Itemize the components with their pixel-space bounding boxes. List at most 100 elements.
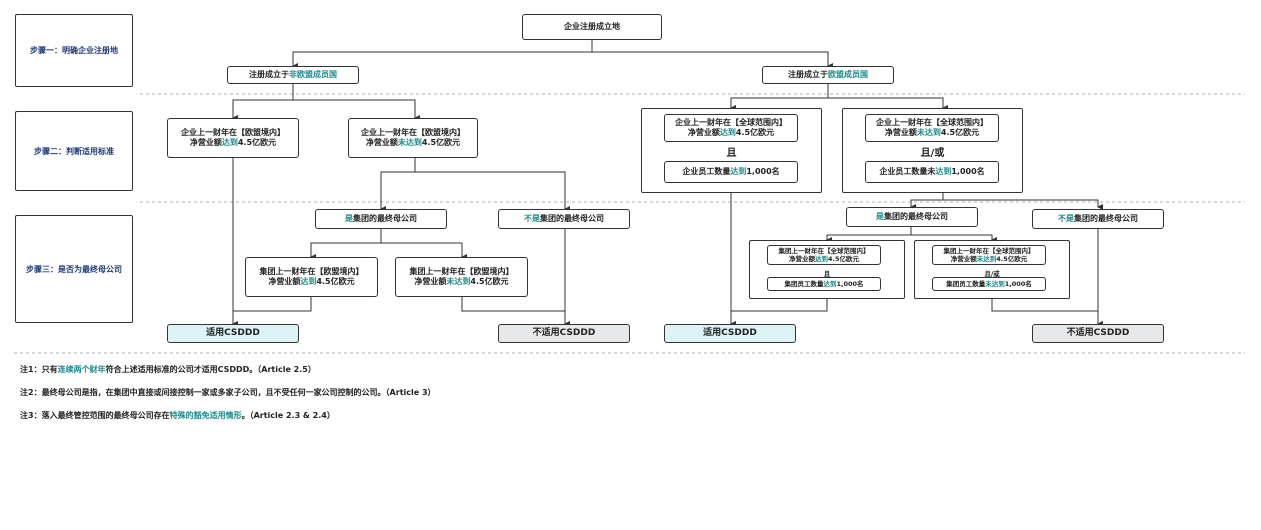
- eu-met-line2a: 净营业额: [687, 128, 720, 137]
- grp-met-left-hl: 达到: [300, 277, 317, 286]
- grp-met-right-line2a: 净营业额: [788, 255, 815, 263]
- note-1-b: 符合上述适用标准的公司才适用CSDDD。（Article 2.5）: [105, 365, 316, 374]
- grp-notmet-left-line1: 集团上一财年在【欧盟境内】: [409, 266, 514, 276]
- eu-met-line1: 企业上一财年在【全球范围内】: [675, 117, 787, 127]
- eu-met-emp-b: 1,000名: [746, 166, 780, 176]
- node-eu-turnover-met: 企业上一财年在【全球范围内】 净营业额达到4.5亿欧元: [664, 114, 798, 142]
- grp-met-right-line2b: 4.5亿欧元: [827, 255, 859, 263]
- root-node-text: 企业注册成立地: [564, 21, 620, 31]
- is-parent-right-rest: 集团的最终母公司: [884, 211, 948, 221]
- note-3-hl: 特殊的豁免适用情形: [169, 411, 242, 420]
- eu-highlight: 欧盟成员国: [828, 69, 868, 79]
- grp-notmet-right-emp-a: 集团员工数量: [946, 279, 986, 288]
- grp-met-left-line1: 集团上一财年在【欧盟境内】: [259, 266, 364, 276]
- grp-met-right-emp-b: 1,000名: [836, 279, 864, 288]
- grp-notmet-left-line2b: 4.5亿欧元: [470, 277, 509, 286]
- eu-notmet-hl: 未达到: [916, 128, 941, 137]
- node-not-ultimate-parent-right: 不是集团的最终母公司: [1032, 209, 1164, 229]
- node-not-ultimate-parent-left: 不是集团的最终母公司: [498, 209, 630, 229]
- is-parent-right-hl: 是: [876, 211, 884, 221]
- note-1: 注1：只有连续两个财年符合上述适用标准的公司才适用CSDDD。（Article …: [20, 364, 316, 375]
- grp-met-left-line2a: 净营业额: [268, 277, 301, 286]
- grp-notmet-left-line2a: 净营业额: [414, 277, 447, 286]
- grp-met-right-conjunction: 且: [823, 270, 831, 278]
- note-3: 注3：落入最终管控范围的最终母公司存在特殊的豁免适用情形。（Article 2.…: [20, 410, 335, 421]
- eu-met-emp-hl: 达到: [730, 166, 747, 176]
- node-group-employees-not-met: 集团员工数量未达到1,000名: [932, 277, 1046, 291]
- eu-notmet-emp-a: 企业员工数量未: [879, 166, 936, 176]
- non-eu-met-line2b: 4.5亿欧元: [237, 138, 277, 147]
- note-3-a: 注3：落入最终管控范围的最终母公司存在: [20, 411, 170, 420]
- not-parent-left-rest: 集团的最终母公司: [540, 213, 604, 223]
- eu-met-hl: 达到: [719, 128, 736, 137]
- not-parent-right-hl: 不是: [1058, 213, 1074, 223]
- grp-notmet-right-conjunction: 且/或: [984, 270, 1000, 278]
- grp-notmet-right-emp-b: 1,000名: [1004, 279, 1032, 288]
- grp-notmet-right-line2a: 净营业额: [950, 255, 977, 263]
- is-parent-left-hl: 是: [345, 213, 353, 223]
- node-non-eu-turnover-met: 企业上一财年在【欧盟境内】 净营业额达到4.5亿欧元: [167, 118, 299, 158]
- eu-notmet-line1: 企业上一财年在【全球范围内】: [876, 117, 988, 127]
- grp-notmet-right-line1: 集团上一财年在【全球范围内】: [943, 246, 1035, 255]
- root-node-registration: 企业注册成立地: [522, 14, 662, 40]
- grp-met-right-hl: 达到: [814, 255, 828, 263]
- non-eu-notmet-line1: 企业上一财年在【欧盟境内】: [361, 127, 465, 137]
- eu-met-emp-a: 企业员工数量: [682, 166, 731, 176]
- grp-notmet-right-emp-hl: 未达到: [985, 279, 1005, 288]
- outcome-not-applies-left: 不适用CSDDD: [498, 324, 630, 343]
- note-2: 注2：最终母公司是指，在集团中直接或间接控制一家或多家子公司，且不受任何一家公司…: [20, 387, 436, 398]
- non-eu-notmet-hl: 未达到: [397, 138, 422, 147]
- is-parent-left-rest: 集团的最终母公司: [353, 213, 417, 223]
- note-3-b: 。（Article 2.3 & 2.4）: [241, 411, 335, 420]
- grp-notmet-right-line2b: 4.5亿欧元: [996, 255, 1028, 263]
- node-group-global-turnover-not-met: 集团上一财年在【全球范围内】 净营业额未达到4.5亿欧元: [932, 245, 1046, 265]
- node-non-eu-registered: 注册成立于非欧盟成员国: [227, 66, 359, 84]
- node-is-ultimate-parent-left: 是集团的最终母公司: [315, 209, 447, 229]
- grp-notmet-right-hl: 未达到: [976, 255, 997, 263]
- not-parent-right-rest: 集团的最终母公司: [1074, 213, 1138, 223]
- grp-met-right-emp-hl: 达到: [823, 279, 837, 288]
- non-eu-notmet-line2b: 4.5亿欧元: [421, 138, 461, 147]
- eu-notmet-line2a: 净营业额: [884, 128, 917, 137]
- non-eu-met-line1: 企业上一财年在【欧盟境内】: [181, 127, 285, 137]
- outcome-not-applies-right-text: 不适用CSDDD: [1066, 327, 1130, 338]
- not-parent-left-hl: 不是: [524, 213, 540, 223]
- outcome-not-applies-right: 不适用CSDDD: [1032, 324, 1164, 343]
- grp-met-right-emp-a: 集团员工数量: [784, 279, 824, 288]
- node-group-eu-turnover-not-met: 集团上一财年在【欧盟境内】 净营业额未达到4.5亿欧元: [395, 257, 528, 297]
- eu-met-conjunction: 且: [726, 148, 737, 159]
- node-eu-employees-met: 企业员工数量达到1,000名: [664, 161, 798, 183]
- non-eu-met-hl: 达到: [221, 138, 238, 147]
- grp-met-right-line1: 集团上一财年在【全球范围内】: [778, 246, 870, 255]
- step-3-label: 步骤三：是否为最终母公司: [15, 215, 133, 323]
- node-group-employees-met: 集团员工数量达到1,000名: [767, 277, 881, 291]
- outcome-applies-left-text: 适用CSDDD: [206, 327, 260, 338]
- note-1-a: 注1：只有: [20, 365, 58, 374]
- outcome-applies-left: 适用CSDDD: [167, 324, 299, 343]
- outcome-applies-right-text: 适用CSDDD: [703, 327, 757, 338]
- grp-met-left-line2b: 4.5亿欧元: [316, 277, 355, 286]
- node-is-ultimate-parent-right: 是集团的最终母公司: [846, 207, 978, 227]
- step-2-label: 步骤二：判断适用标准: [15, 111, 133, 191]
- eu-notmet-conjunction: 且/或: [920, 148, 945, 159]
- node-non-eu-turnover-not-met: 企业上一财年在【欧盟境内】 净营业额未达到4.5亿欧元: [348, 118, 478, 158]
- node-eu-turnover-not-met: 企业上一财年在【全球范围内】 净营业额未达到4.5亿欧元: [865, 114, 999, 142]
- non-eu-highlight: 非欧盟成员国: [289, 69, 337, 79]
- eu-notmet-emp-b: 1,000名: [951, 166, 985, 176]
- non-eu-met-line2a: 净营业额: [189, 138, 222, 147]
- grp-notmet-left-hl: 未达到: [446, 277, 471, 286]
- outcome-applies-right: 适用CSDDD: [664, 324, 796, 343]
- note-1-hl: 连续两个财年: [57, 365, 106, 374]
- node-eu-registered: 注册成立于欧盟成员国: [762, 66, 894, 84]
- non-eu-notmet-line2a: 净营业额: [365, 138, 398, 147]
- eu-met-line2b: 4.5亿欧元: [735, 128, 775, 137]
- eu-notmet-line2b: 4.5亿欧元: [940, 128, 980, 137]
- outcome-not-applies-left-text: 不适用CSDDD: [532, 327, 596, 338]
- node-eu-employees-not-met: 企业员工数量未达到1,000名: [865, 161, 999, 183]
- note-2-a: 注2：最终母公司是指，在集团中直接或间接控制一家或多家子公司，且不受任何一家公司…: [20, 388, 436, 397]
- step-1-label: 步骤一：明确企业注册地: [15, 14, 133, 87]
- node-group-eu-turnover-met: 集团上一财年在【欧盟境内】 净营业额达到4.5亿欧元: [245, 257, 378, 297]
- non-eu-prefix: 注册成立于: [249, 69, 289, 79]
- node-group-global-turnover-met: 集团上一财年在【全球范围内】 净营业额达到4.5亿欧元: [767, 245, 881, 265]
